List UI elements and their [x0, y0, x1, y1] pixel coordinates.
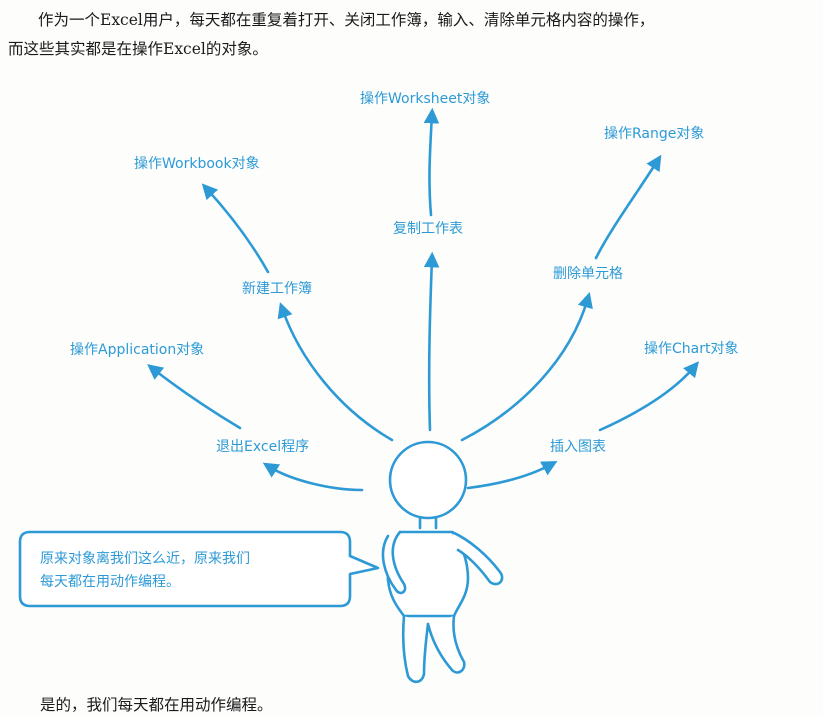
label-chart-object: 操作Chart对象 [644, 341, 739, 357]
label-copy-sheet: 复制工作表 [393, 221, 463, 237]
speech-bubble-shape [18, 530, 380, 608]
intro-paragraph: 作为一个Excel用户，每天都在重复着打开、关闭工作簿，输入、清除单元格内容的操… [0, 6, 823, 64]
arrow-to-workbook-object [201, 183, 270, 274]
person-figure [381, 440, 504, 684]
arrow-to-quit-excel [262, 462, 364, 492]
intro-line-1: 作为一个Excel用户，每天都在重复着打开、关闭工作簿，输入、清除单元格内容的操… [38, 11, 655, 29]
arrow-to-new-workbook [277, 302, 394, 442]
label-insert-chart: 插入图表 [550, 439, 606, 455]
arrow-to-worksheet-object [423, 107, 440, 217]
label-application-object: 操作Application对象 [70, 342, 205, 358]
arrow-to-application-object [147, 364, 242, 430]
label-new-workbook: 新建工作簿 [242, 281, 312, 297]
arrow-to-insert-chart [466, 461, 558, 490]
intro-line-2: 而这些其实都是在操作Excel的对象。 [8, 40, 268, 58]
label-range-object: 操作Range对象 [604, 126, 705, 142]
footer-text: 是的，我们每天都在用动作编程。 [40, 696, 273, 714]
arrow-to-chart-object [598, 361, 699, 432]
speech-bubble-line-1: 原来对象离我们这么近，原来我们 [40, 551, 250, 567]
arrow-to-copy-sheet [423, 251, 440, 432]
label-delete-cell: 删除单元格 [553, 266, 623, 282]
label-workbook-object: 操作Workbook对象 [134, 156, 260, 172]
label-quit-excel: 退出Excel程序 [216, 439, 310, 455]
arrow-to-range-object [594, 154, 662, 260]
arrow-to-delete-cell [460, 292, 593, 442]
speech-bubble-text: 原来对象离我们这么近，原来我们 每天都在用动作编程。 [40, 548, 330, 594]
label-worksheet-object: 操作Worksheet对象 [360, 91, 491, 107]
speech-bubble-line-2: 每天都在用动作编程。 [40, 574, 180, 590]
